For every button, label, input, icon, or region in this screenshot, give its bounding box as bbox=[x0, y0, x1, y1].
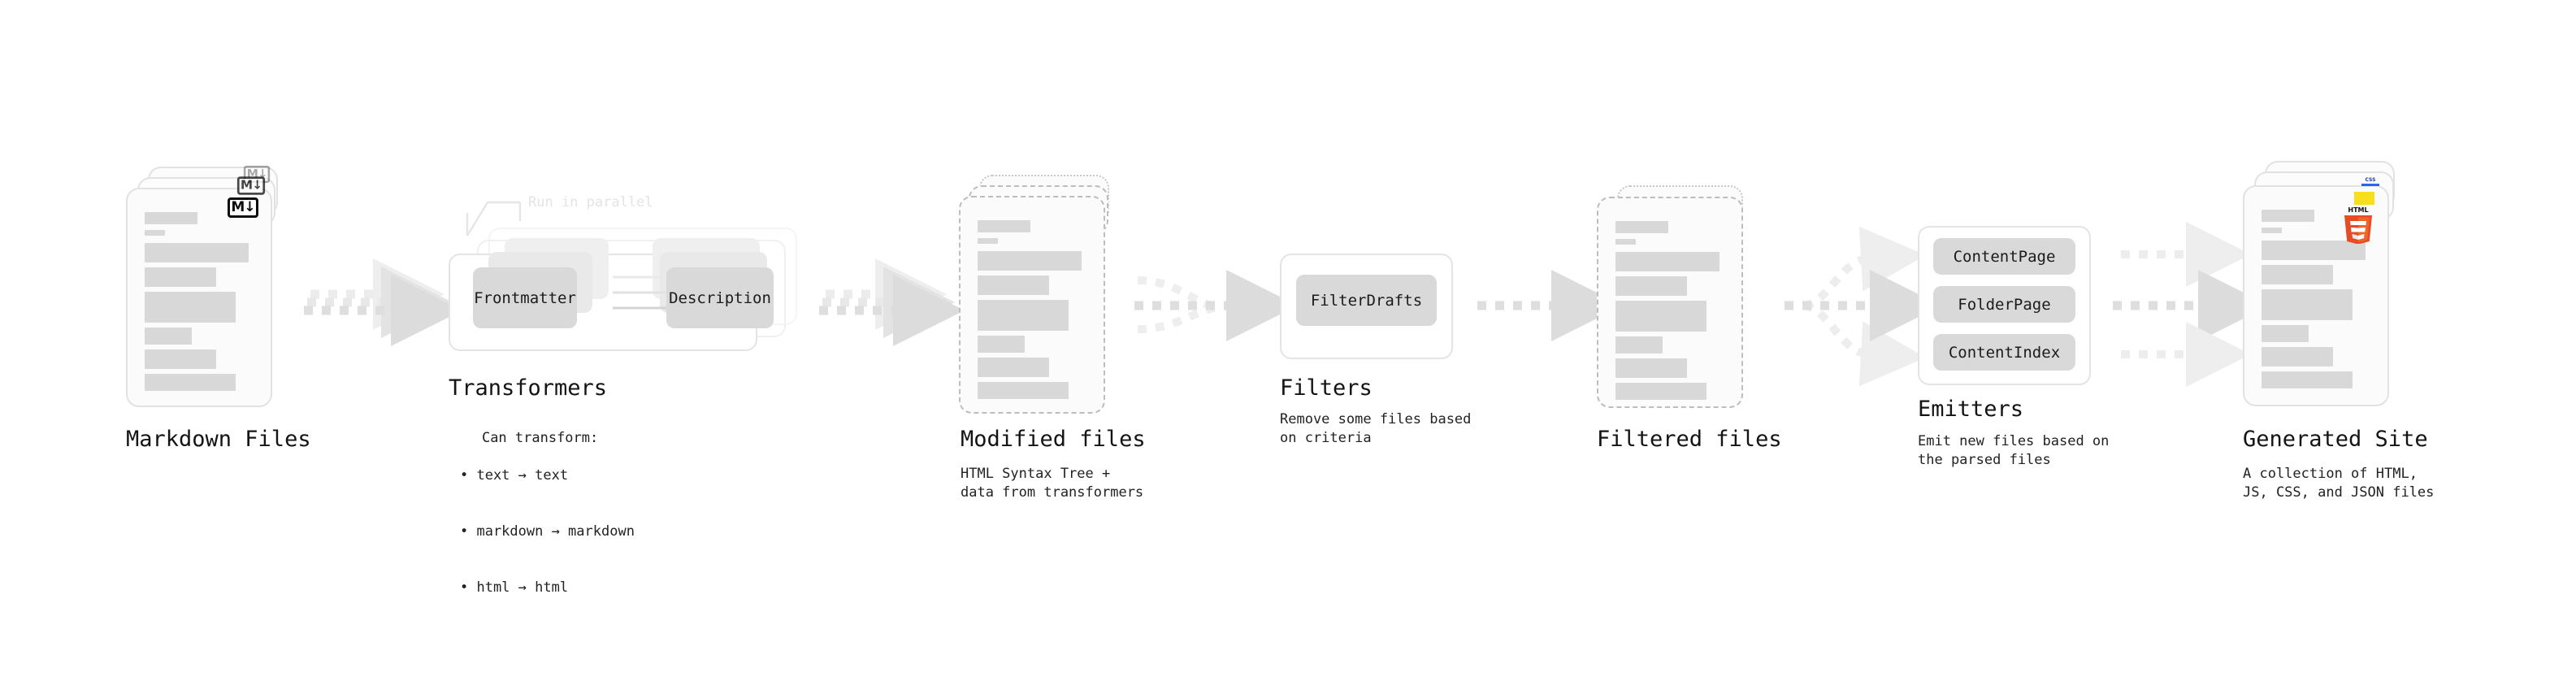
stage-label-markdown-files: Markdown Files bbox=[126, 427, 311, 452]
css3-icon: CSS bbox=[2361, 178, 2379, 187]
doc-line bbox=[978, 382, 1069, 399]
emitters-description: Emit new files based on the parsed files bbox=[1918, 433, 2110, 468]
doc-line bbox=[2262, 347, 2333, 367]
run-in-parallel-label: Run in parallel bbox=[528, 194, 653, 210]
doc-line bbox=[1615, 301, 1706, 332]
markdown-file-front bbox=[126, 188, 272, 407]
stage-label-emitters: Emitters bbox=[1918, 397, 2024, 422]
markdown-icon: M↓ bbox=[228, 197, 258, 218]
transformers-desc-line: Can transform: bbox=[481, 430, 599, 446]
doc-line bbox=[1615, 252, 1720, 271]
doc-line bbox=[2262, 265, 2333, 284]
doc-line bbox=[2262, 228, 2282, 233]
stage-label-modified-files: Modified files bbox=[961, 427, 1146, 452]
doc-line bbox=[1615, 383, 1706, 400]
doc-line bbox=[145, 243, 249, 262]
modified-files-description: HTML Syntax Tree + data from transformer… bbox=[961, 466, 1144, 501]
markdown-icon: M↓ bbox=[236, 176, 266, 195]
transformers-bullet-1: • markdown → markdown bbox=[460, 523, 635, 540]
doc-line bbox=[145, 374, 236, 391]
doc-line bbox=[1615, 221, 1668, 233]
arrow-transformers-to-modified bbox=[819, 258, 965, 346]
doc-line bbox=[145, 349, 216, 369]
transformer-chip-description[interactable]: Description bbox=[666, 267, 774, 328]
doc-line bbox=[978, 336, 1025, 353]
emitter-chip-contentindex[interactable]: ContentIndex bbox=[1933, 334, 2075, 371]
doc-line bbox=[2262, 241, 2366, 260]
arrow-modified-to-filters bbox=[1134, 270, 1298, 341]
filters-description: Remove some files based on criteria bbox=[1280, 411, 1472, 446]
modified-file-front bbox=[959, 196, 1105, 414]
doc-line bbox=[145, 327, 192, 345]
doc-line bbox=[2262, 289, 2353, 320]
doc-line bbox=[2262, 371, 2353, 388]
doc-line bbox=[978, 275, 1049, 295]
doc-line bbox=[145, 212, 197, 224]
html5-icon: HTML bbox=[2342, 205, 2373, 245]
doc-line bbox=[1615, 358, 1687, 378]
doc-line bbox=[1615, 276, 1687, 296]
doc-line bbox=[145, 292, 236, 323]
arrow-filtered-to-emitters bbox=[1785, 226, 1941, 387]
stage-label-filtered-files: Filtered files bbox=[1597, 427, 1782, 452]
filtered-file-front bbox=[1597, 197, 1743, 408]
transformers-description: Can transform: • text → text • markdown … bbox=[449, 410, 635, 635]
doc-line bbox=[1615, 336, 1663, 354]
svg-text:HTML: HTML bbox=[2348, 206, 2368, 214]
transformers-bullet-2: • html → html bbox=[460, 579, 569, 596]
doc-line bbox=[978, 220, 1030, 232]
stage-label-generated-site: Generated Site bbox=[2243, 427, 2428, 452]
doc-line bbox=[978, 238, 998, 244]
transformer-chip-frontmatter[interactable]: Frontmatter bbox=[473, 267, 577, 328]
doc-line bbox=[1615, 239, 1636, 245]
doc-line bbox=[978, 358, 1049, 377]
generated-site-description: A collection of HTML, JS, CSS, and JSON … bbox=[2243, 466, 2435, 501]
transformers-bullet-0: • text → text bbox=[460, 467, 569, 484]
doc-line bbox=[978, 300, 1069, 331]
css3-icon-underline bbox=[2361, 184, 2379, 186]
doc-line bbox=[2262, 210, 2314, 222]
stage-label-transformers: Transformers bbox=[449, 375, 608, 401]
css3-icon-label: CSS bbox=[2365, 177, 2376, 183]
filter-chip-filterdrafts[interactable]: FilterDrafts bbox=[1296, 275, 1437, 326]
stage-label-filters: Filters bbox=[1280, 375, 1373, 401]
doc-line bbox=[2262, 325, 2309, 342]
doc-line bbox=[145, 267, 216, 287]
js-icon bbox=[2354, 192, 2374, 205]
arrow-emitters-to-site bbox=[2113, 222, 2270, 387]
doc-line bbox=[978, 251, 1082, 271]
emitter-chip-contentpage[interactable]: ContentPage bbox=[1933, 238, 2075, 275]
emitter-chip-folderpage[interactable]: FolderPage bbox=[1933, 286, 2075, 323]
doc-line bbox=[145, 230, 165, 236]
arrow-markdown-to-transformers bbox=[304, 258, 462, 346]
